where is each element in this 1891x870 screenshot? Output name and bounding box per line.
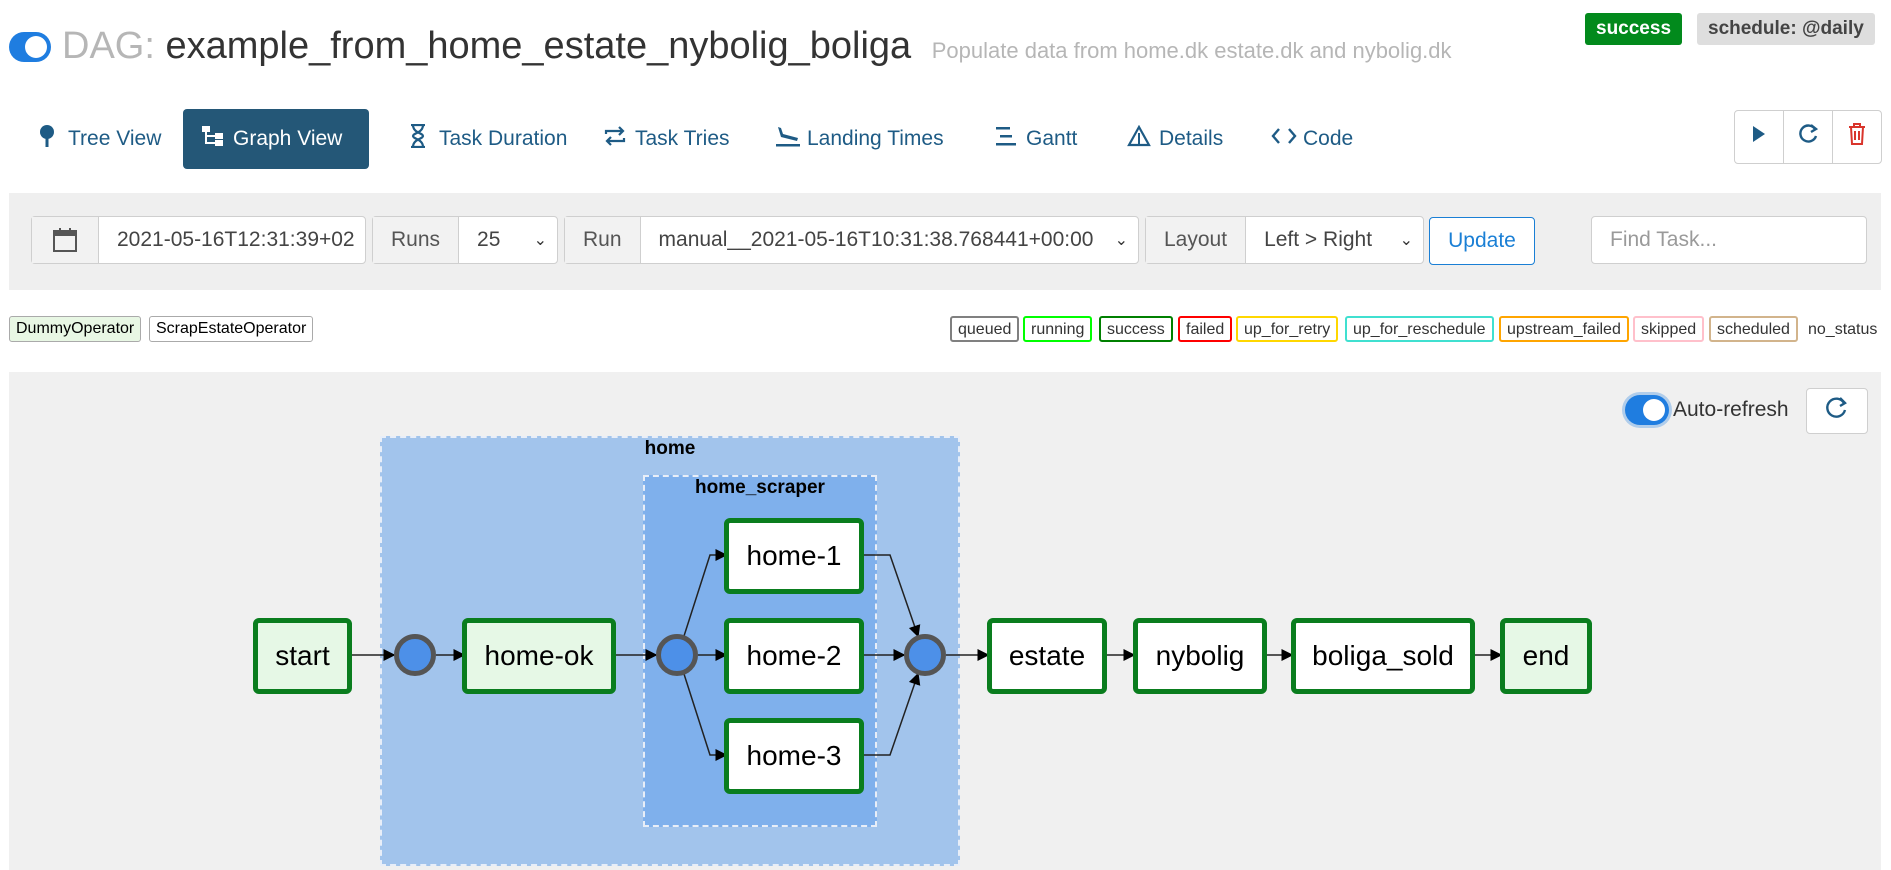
runs-label: Runs — [373, 217, 460, 263]
tab-label: Task Tries — [635, 127, 730, 150]
run-label: Run — [565, 217, 641, 263]
legend-state-skipped[interactable]: skipped — [1633, 316, 1705, 342]
chevron-down-icon: ⌄ — [1399, 232, 1413, 249]
graph-refresh-button[interactable] — [1806, 388, 1868, 434]
task-node-home-ok[interactable]: home-ok — [462, 618, 616, 694]
trash-icon — [1847, 122, 1867, 152]
graph-icon — [201, 125, 223, 153]
task-node-end[interactable]: end — [1500, 618, 1592, 694]
legend-scrap-estate-operator: ScrapEstateOperator — [149, 316, 314, 342]
tab-landing-times[interactable]: Landing Times — [757, 109, 962, 169]
toggle-knob — [25, 36, 47, 58]
join-node-home-downstream[interactable] — [904, 634, 946, 676]
delete-dag-button[interactable] — [1833, 111, 1881, 163]
tab-details[interactable]: Details — [1109, 109, 1241, 169]
dag-actions — [1734, 110, 1882, 164]
edge-home3-join3 — [862, 672, 921, 756]
base-date-value: 2021-05-16T12:31:39+02 — [117, 228, 355, 251]
task-node-home-3[interactable]: home-3 — [724, 718, 864, 794]
task-node-estate[interactable]: estate — [987, 618, 1107, 694]
chevron-down-icon: ⌄ — [1114, 232, 1128, 249]
tab-task-duration[interactable]: Task Duration — [389, 109, 585, 169]
find-task-input[interactable]: Find Task... — [1591, 216, 1867, 264]
refresh-dag-button[interactable] — [1784, 111, 1833, 163]
status-badge: success — [1585, 13, 1683, 45]
toggle-knob — [1643, 399, 1665, 421]
runs-select[interactable]: Runs 25 ⌄ — [372, 216, 558, 264]
edge-join2-home1 — [683, 549, 728, 637]
trigger-dag-button[interactable] — [1735, 111, 1784, 163]
run-value: manual__2021-05-16T10:31:38.768441+00:00 — [658, 228, 1094, 251]
task-node-nybolig[interactable]: nybolig — [1133, 618, 1267, 694]
dag-description: Populate data from home.dk estate.dk and… — [931, 38, 1452, 63]
tab-tree-view[interactable]: Tree View — [18, 109, 179, 169]
runs-value: 25 — [477, 228, 501, 251]
layout-label: Layout — [1146, 217, 1247, 263]
retry-icon — [603, 125, 626, 153]
tree-icon — [36, 124, 58, 154]
tab-label: Landing Times — [807, 127, 944, 150]
cluster-home-label: home — [644, 438, 696, 459]
legend-state-up-for-reschedule[interactable]: up_for_reschedule — [1345, 316, 1494, 342]
controls-bar: 2021-05-16T12:31:39+02 Runs 25 ⌄ Run man… — [9, 193, 1881, 290]
tab-code[interactable]: Code — [1253, 109, 1371, 169]
dag-id: example_from_home_estate_nybolig_boliga — [165, 25, 912, 67]
edge-home1-join3 — [862, 554, 921, 638]
task-node-boliga-sold[interactable]: boliga_sold — [1291, 618, 1475, 694]
legend-state-no-status[interactable]: no_status — [1800, 316, 1886, 342]
warning-triangle-icon — [1127, 124, 1151, 153]
task-node-start[interactable]: start — [253, 618, 352, 694]
edge-join2-home3 — [683, 673, 728, 761]
legend-state-queued[interactable]: queued — [950, 316, 1020, 342]
dag-prefix: DAG: — [62, 25, 155, 67]
hourglass-icon — [407, 123, 429, 154]
tab-label: Graph View — [233, 127, 343, 150]
tab-label: Gantt — [1026, 127, 1078, 150]
legend-dummy-operator: DummyOperator — [9, 316, 142, 342]
legend-state-failed[interactable]: failed — [1178, 316, 1233, 342]
schedule-badge: schedule: @daily — [1697, 13, 1875, 45]
tab-label: Code — [1303, 127, 1354, 150]
autorefresh-toggle[interactable] — [1625, 395, 1669, 425]
code-icon — [1271, 125, 1297, 153]
refresh-icon — [1825, 396, 1849, 427]
plane-landing-icon — [775, 125, 800, 153]
tab-label: Details — [1159, 127, 1224, 150]
run-select[interactable]: Run manual__2021-05-16T10:31:38.768441+0… — [564, 216, 1139, 264]
legend-state-scheduled[interactable]: scheduled — [1709, 316, 1798, 342]
legend-state-up-for-retry[interactable]: up_for_retry — [1236, 316, 1339, 342]
layout-value: Left > Right — [1264, 228, 1373, 251]
tab-gantt[interactable]: Gantt — [976, 109, 1095, 169]
tab-graph-view[interactable]: Graph View — [183, 109, 369, 169]
chevron-down-icon: ⌄ — [533, 232, 547, 249]
dag-pause-toggle[interactable] — [9, 32, 51, 62]
task-node-home-1[interactable]: home-1 — [724, 518, 864, 594]
base-date-field[interactable]: 2021-05-16T12:31:39+02 — [31, 216, 366, 264]
tab-label: Tree View — [68, 127, 162, 150]
tab-task-tries[interactable]: Task Tries — [585, 109, 748, 169]
play-icon — [1751, 124, 1767, 150]
autorefresh-label: Auto-refresh — [1673, 398, 1789, 421]
page-title: DAG: example_from_home_estate_nybolig_bo… — [62, 18, 1452, 79]
cluster-home-scraper-label: home_scraper — [695, 477, 825, 498]
layout-select[interactable]: Layout Left > Right ⌄ — [1145, 216, 1424, 264]
join-node-home-upstream[interactable] — [394, 634, 436, 676]
calendar-icon — [32, 217, 99, 263]
join-node-scraper-upstream[interactable] — [656, 634, 698, 676]
gantt-icon — [994, 125, 1016, 153]
legend-state-running[interactable]: running — [1023, 316, 1093, 342]
legend-state-success[interactable]: success — [1099, 316, 1173, 342]
update-button[interactable]: Update — [1429, 217, 1535, 265]
refresh-icon — [1797, 123, 1819, 151]
autorefresh-control[interactable]: Auto-refresh — [1625, 395, 1789, 425]
tab-label: Task Duration — [439, 127, 568, 150]
task-node-home-2[interactable]: home-2 — [724, 618, 864, 694]
legend-state-upstream-failed[interactable]: upstream_failed — [1499, 316, 1629, 342]
